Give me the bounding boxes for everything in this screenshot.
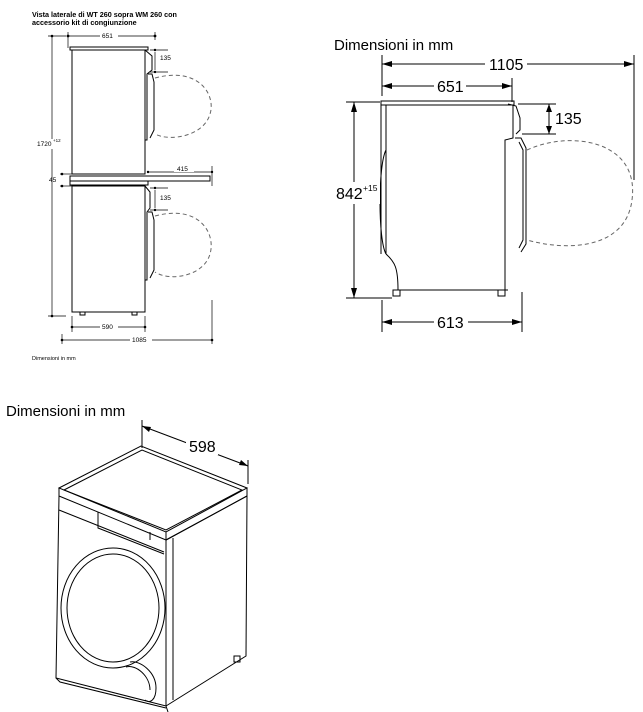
stack-dim-height-tol: +12: [53, 138, 61, 143]
stack-dim-door-lower: 135: [150, 186, 171, 212]
stack-dim-total-depth: 1085: [60, 300, 214, 344]
side-dim-base-depth-label: 613: [437, 315, 464, 332]
stack-title-line2: accessorio kit di congiunzione: [32, 18, 137, 27]
side-dim-height-label: 842: [336, 186, 363, 203]
stack-connection-kit: 415: [69, 164, 214, 186]
stack-dim-gap-label: 45: [49, 177, 57, 184]
stack-dim-top-depth-label: 651: [102, 33, 113, 40]
stack-dim-height-label: 1720: [37, 141, 52, 148]
stack-title-line1: Vista laterale di WT 260 sopra WM 260 co…: [32, 10, 177, 19]
side-dim-total-depth: 1105: [381, 55, 635, 180]
side-dim-depth-label: 651: [437, 79, 464, 96]
stack-dim-total-depth-label: 1085: [132, 337, 147, 344]
stack-caption: Dimensioni in mm: [32, 356, 76, 362]
side-dryer-body: [379, 100, 634, 297]
side-dim-height: 842 +15: [332, 101, 392, 299]
iso-view-heading: Dimensioni in mm: [6, 403, 125, 420]
iso-front-panel: [55, 495, 167, 709]
side-dim-door: 135: [518, 103, 582, 135]
iso-dim-width-label: 598: [189, 439, 216, 456]
side-dim-door-label: 135: [555, 111, 582, 128]
iso-dim-width: 598: [141, 420, 249, 484]
side-dim-height-tol: +15: [363, 183, 378, 193]
iso-view-diagram: Dimensioni in mm 598: [6, 403, 249, 712]
stack-upper-dryer: [69, 46, 212, 175]
iso-side-panel: [165, 495, 248, 712]
stack-dim-door-lower-label: 135: [160, 195, 171, 202]
stack-dim-kit-label: 415: [177, 166, 188, 173]
stack-dim-bottom-depth-label: 590: [102, 324, 113, 331]
side-dim-depth: 651: [382, 77, 513, 102]
side-dim-base-depth: 613: [381, 292, 523, 332]
stack-dim-bottom-depth: 590: [70, 316, 147, 332]
side-dim-total-depth-label: 1105: [489, 57, 524, 74]
side-view-diagram: Dimensioni in mm 1105 651: [332, 37, 635, 332]
stack-dim-top-depth: 651: [66, 31, 157, 48]
stack-diagram: Vista laterale di WT 260 sopra WM 260 co…: [32, 10, 214, 362]
stack-dim-height: 1720 +12: [35, 34, 69, 318]
stack-dim-door-upper: 135: [150, 48, 171, 74]
iso-top-panel: [57, 445, 249, 541]
stack-dim-gap: 45: [49, 172, 72, 188]
side-view-heading: Dimensioni in mm: [334, 37, 453, 54]
stack-lower-washer: [71, 185, 212, 316]
stack-dim-door-upper-label: 135: [160, 55, 171, 62]
